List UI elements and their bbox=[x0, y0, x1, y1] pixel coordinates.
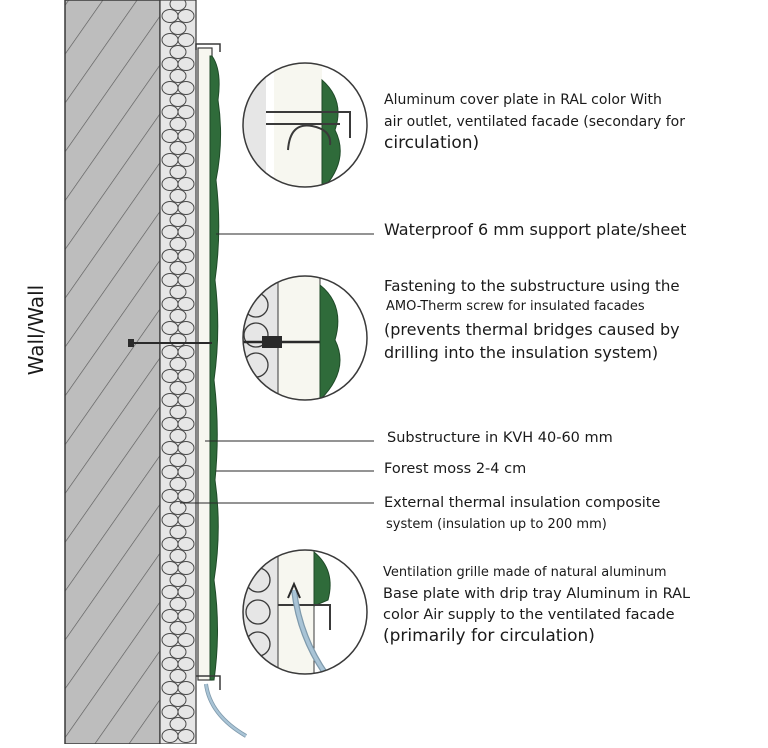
insulation-texture-circle bbox=[177, 153, 195, 167]
insulation-texture-circle bbox=[177, 369, 195, 383]
insulation-texture-circle bbox=[169, 141, 187, 155]
insulation-texture-circle bbox=[169, 597, 187, 611]
insulation-texture-circle bbox=[169, 477, 187, 491]
insulation-texture-circle bbox=[169, 429, 187, 443]
insulation-texture-circle bbox=[177, 321, 195, 335]
insulation-texture-circle bbox=[177, 513, 195, 527]
annotation-fastening: Fastening to the substructure using the … bbox=[384, 277, 680, 362]
insulation-texture-circle bbox=[169, 189, 187, 203]
annotation-line: Fastening to the substructure using the bbox=[384, 277, 680, 295]
insulation-texture-circle bbox=[169, 381, 187, 395]
annotation-line: system (insulation up to 200 mm) bbox=[386, 516, 607, 532]
insulation-texture-circle bbox=[169, 45, 187, 59]
insulation-texture-circle bbox=[177, 177, 195, 191]
insulation-texture-circle bbox=[169, 405, 187, 419]
insulation-texture-circle bbox=[169, 645, 187, 659]
insulation-texture-circle bbox=[177, 273, 195, 287]
insulation-texture-circle bbox=[177, 33, 195, 47]
detail-ventilation-grille bbox=[242, 549, 368, 675]
top-cover-plate bbox=[195, 43, 221, 52]
insulation-texture-circle bbox=[177, 201, 195, 215]
insulation-texture-circle bbox=[169, 333, 187, 347]
insulation-texture-circle bbox=[169, 573, 187, 587]
insulation-texture-circle bbox=[169, 285, 187, 299]
insulation-texture-circle bbox=[169, 237, 187, 251]
insulation-texture-circle bbox=[169, 0, 187, 11]
annotation-support-plate: Waterproof 6 mm support plate/sheet bbox=[384, 220, 687, 239]
insulation-texture-circle bbox=[177, 657, 195, 671]
insulation-texture-circle bbox=[169, 21, 187, 35]
air-supply-pipe bbox=[204, 683, 248, 738]
annotation-insulation: External thermal insulation composite sy… bbox=[384, 495, 660, 533]
annotation-line: Waterproof 6 mm support plate/sheet bbox=[384, 220, 687, 239]
insulation-texture-circle bbox=[177, 249, 195, 263]
leader-lines bbox=[180, 233, 374, 504]
insulation-texture-circle bbox=[169, 453, 187, 467]
annotation-line: air outlet, ventilated facade (secondary… bbox=[384, 114, 685, 131]
insulation-texture-circle bbox=[177, 105, 195, 119]
insulation-texture-circle bbox=[169, 693, 187, 707]
insulation-layer bbox=[159, 0, 197, 745]
annotation-line: Substructure in KVH 40-60 mm bbox=[387, 430, 613, 446]
annotation-line: (primarily for circulation) bbox=[383, 626, 595, 647]
insulation-texture-circle bbox=[177, 465, 195, 479]
annotation-line: Forest moss 2-4 cm bbox=[384, 461, 527, 477]
annotation-line: External thermal insulation composite bbox=[384, 495, 661, 511]
insulation-texture-circle bbox=[177, 681, 195, 695]
insulation-texture-circle bbox=[169, 213, 187, 227]
detail-cover-plate bbox=[242, 62, 368, 188]
insulation-texture-circle bbox=[177, 633, 195, 647]
masonry-wall bbox=[64, 0, 161, 745]
insulation-texture-circle bbox=[169, 669, 187, 683]
insulation-texture-circle bbox=[177, 297, 195, 311]
annotation-ventilation-grille: Ventilation grille made of natural alumi… bbox=[383, 565, 691, 647]
insulation-texture-circle bbox=[169, 501, 187, 515]
insulation-texture-circle bbox=[177, 561, 195, 575]
wall-label: Wall/Wall bbox=[24, 284, 48, 376]
annotation-line: (prevents thermal bridges caused by bbox=[384, 320, 680, 340]
insulation-texture-circle bbox=[177, 57, 195, 71]
insulation-texture-circle bbox=[169, 93, 187, 107]
insulation-texture-circle bbox=[177, 705, 195, 719]
insulation-texture-circle bbox=[177, 81, 195, 95]
annotation-line: color Air supply to the ventilated facad… bbox=[383, 606, 675, 623]
annotation-line: circulation) bbox=[384, 133, 480, 154]
insulation-texture-circle bbox=[177, 393, 195, 407]
insulation-texture-circle bbox=[169, 117, 187, 131]
annotation-line: AMO-Therm screw for insulated facades bbox=[386, 299, 645, 315]
insulation-texture-circle bbox=[177, 585, 195, 599]
forest-moss-layer bbox=[209, 55, 222, 681]
insulation-texture-circle bbox=[169, 261, 187, 275]
annotation-line: Base plate with drip tray Aluminum in RA… bbox=[383, 585, 691, 602]
insulation-texture-circle bbox=[169, 717, 187, 731]
insulation-texture-circle bbox=[169, 357, 187, 371]
insulation-texture-circle bbox=[169, 621, 187, 635]
insulation-texture-circle bbox=[177, 441, 195, 455]
insulation-texture-circle bbox=[169, 525, 187, 539]
insulation-texture-circle bbox=[177, 345, 195, 359]
annotation-line: drilling into the insulation system) bbox=[384, 342, 659, 362]
insulation-texture-circle bbox=[169, 549, 187, 563]
insulation-texture-circle bbox=[169, 165, 187, 179]
annotation-forest-moss: Forest moss 2-4 cm bbox=[384, 461, 526, 478]
annotation-line: Ventilation grille made of natural alumi… bbox=[383, 565, 667, 580]
annotation-line: Aluminum cover plate in RAL color With bbox=[384, 92, 662, 108]
bottom-grille bbox=[196, 675, 221, 690]
insulation-texture-circle bbox=[177, 9, 195, 23]
insulation-texture-circle bbox=[169, 309, 187, 323]
insulation-texture-circle bbox=[177, 729, 195, 743]
insulation-texture-circle bbox=[177, 225, 195, 239]
detail-fastening bbox=[242, 275, 368, 401]
insulation-texture-circle bbox=[177, 537, 195, 551]
annotation-substructure: Substructure in KVH 40-60 mm bbox=[387, 430, 613, 447]
insulation-texture-circle bbox=[177, 609, 195, 623]
annotation-cover-plate: Aluminum cover plate in RAL color With a… bbox=[384, 92, 685, 154]
insulation-texture-circle bbox=[177, 129, 195, 143]
insulation-texture-circle bbox=[169, 69, 187, 83]
insulation-texture-circle bbox=[177, 417, 195, 431]
